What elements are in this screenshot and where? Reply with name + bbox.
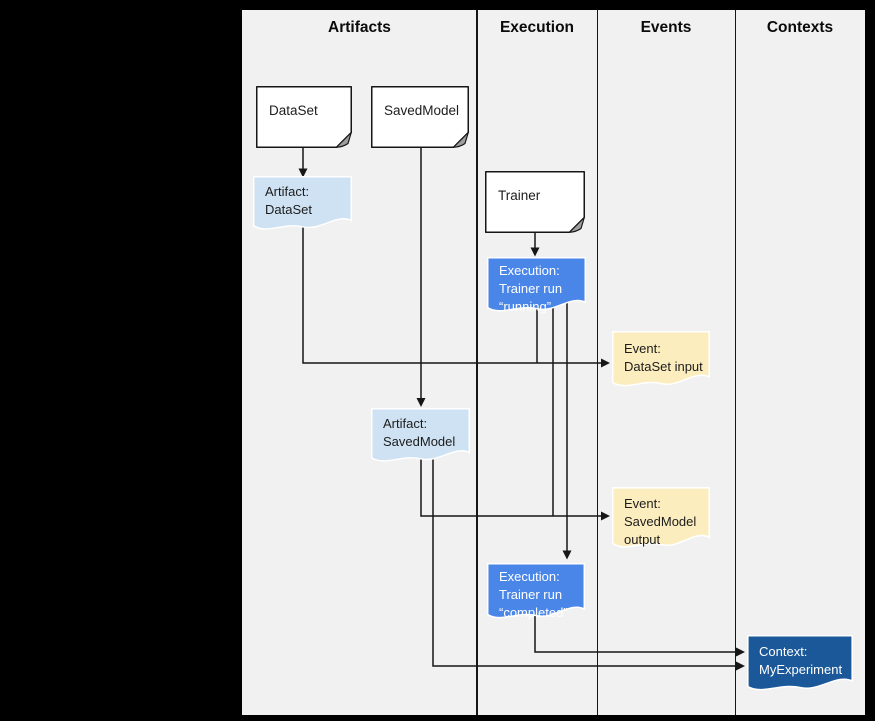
wave-shape [253,176,352,230]
node-label: Artifact: SavedModel [383,416,456,449]
column-divider-1 [476,10,478,715]
column-header-execution: Execution [499,19,575,36]
wave-shape [612,487,710,548]
column-header-artifacts: Artifacts [328,19,391,36]
node-label: Trainer [498,188,541,204]
node-trainer: Trainer [485,171,585,233]
folded-corner-icon [335,131,352,148]
column-header-contexts: Contexts [766,19,834,36]
wave-shape [487,257,586,312]
node-label: Execution: Trainer run “completed” [499,569,568,620]
node-execution-running: Execution: Trainer run “running” [487,257,586,318]
wave-shape [747,635,853,691]
node-label: Artifact: DataSet [265,184,312,217]
node-label: SavedModel [384,103,460,119]
node-artifact-savedmodel: Artifact: SavedModel [371,408,470,468]
wave-shape [487,563,585,619]
column-divider-2 [596,10,598,715]
column-header-events: Events [640,19,692,36]
node-label: DataSet [269,103,318,119]
node-label: Execution: Trainer run “running” [499,263,563,314]
node-label: Event: SavedModel output [624,496,697,547]
folded-corner-icon [452,131,469,148]
node-context-myexperiment: Context: MyExperiment [747,635,853,697]
node-artifact-dataset: Artifact: DataSet [253,176,352,236]
node-dataset: DataSet [256,86,352,148]
node-label: Event: DataSet input [624,341,703,374]
node-execution-completed: Execution: Trainer run “completed” [487,563,585,625]
node-savedmodel: SavedModel [371,86,469,148]
folded-corner-icon [568,216,585,233]
wave-shape [371,408,470,462]
node-event-dataset-input: Event: DataSet input [612,331,710,393]
node-label: Context: MyExperiment [759,644,843,677]
column-divider-3 [734,10,736,715]
wave-shape [612,331,710,387]
node-event-savedmodel-output: Event: SavedModel output [612,487,710,555]
